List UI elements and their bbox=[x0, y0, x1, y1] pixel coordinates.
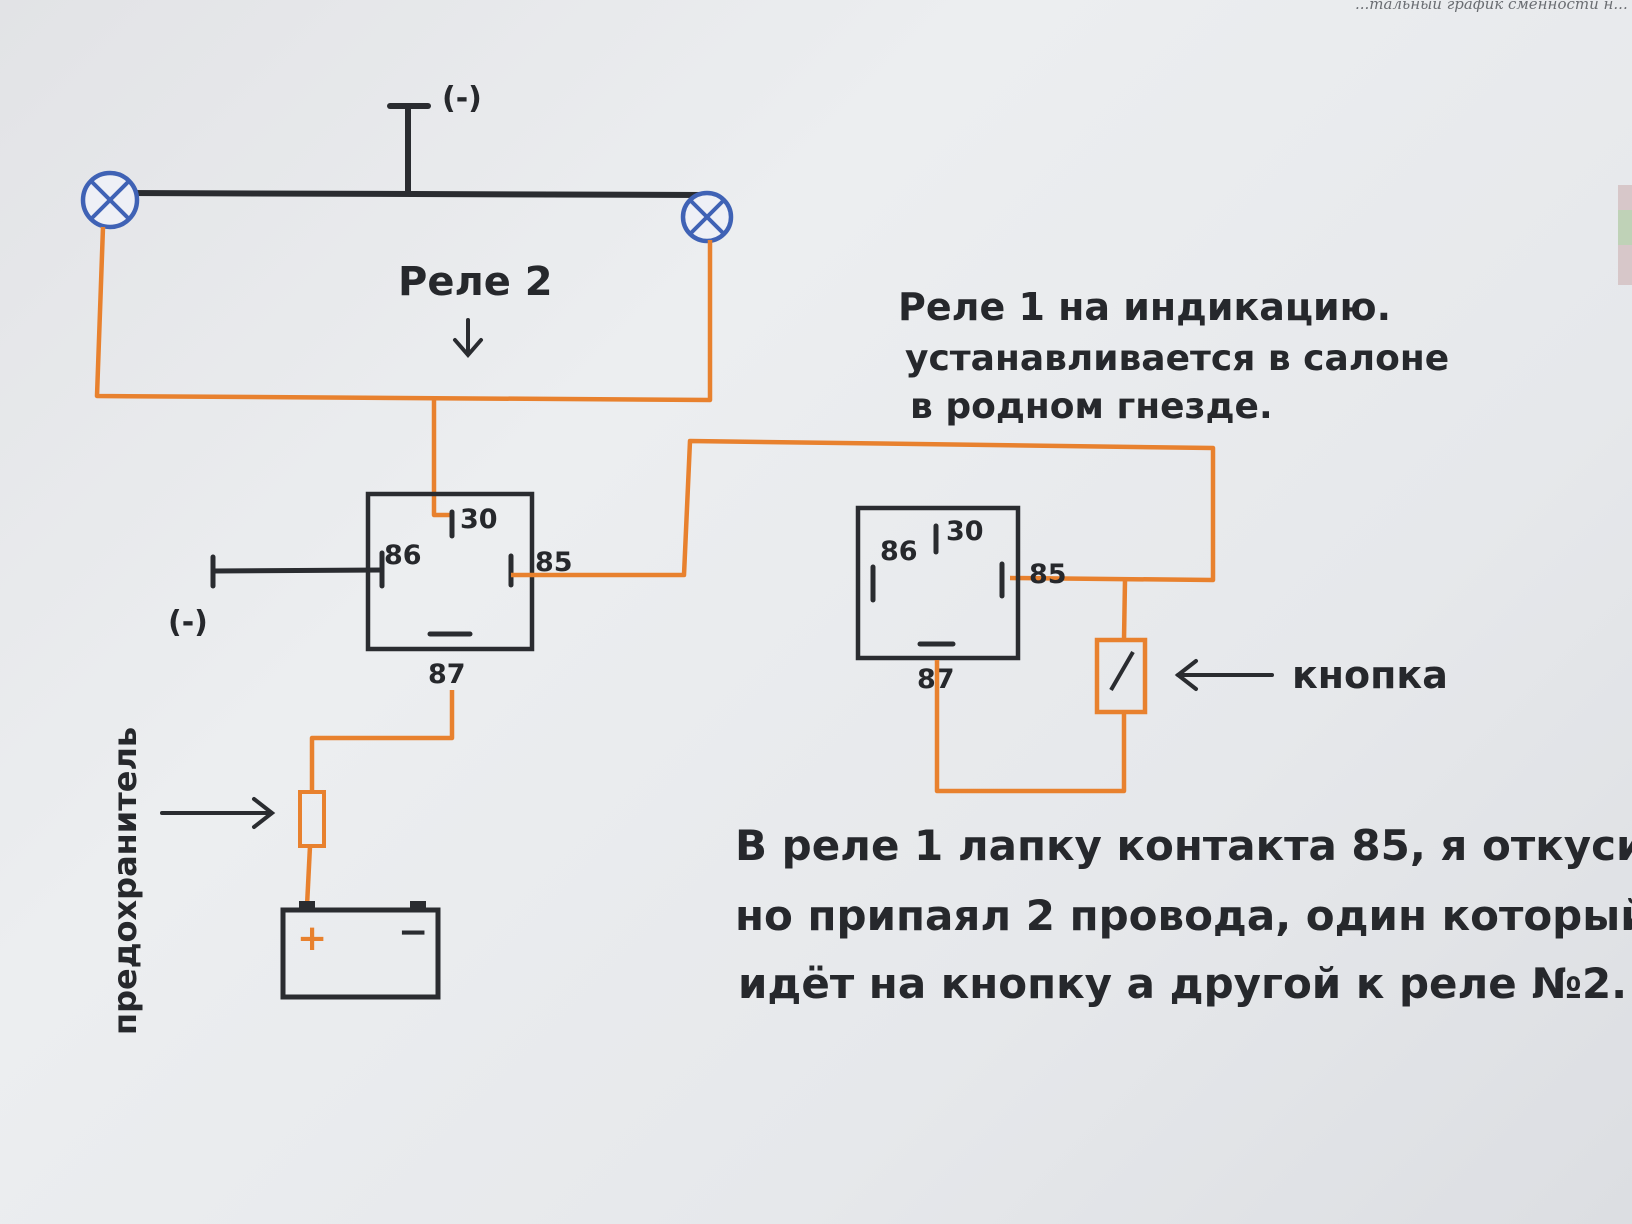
wire-relay2-87-to-fuse bbox=[309, 690, 455, 792]
relay1-note-line3: в родном гнезде. bbox=[910, 386, 1273, 427]
down-arrow-icon bbox=[453, 318, 483, 359]
button-contact bbox=[1109, 650, 1135, 692]
relay1-box bbox=[855, 505, 1021, 661]
wire-relay2-86-ground bbox=[210, 567, 385, 574]
battery-plus-sign: + bbox=[297, 918, 327, 959]
header-scrap-text: ...тальный график сменности н... bbox=[1355, 0, 1628, 13]
relay2-title: Реле 2 bbox=[398, 259, 553, 305]
fuse-label: предохранитель bbox=[106, 727, 144, 1035]
lamp-left-icon bbox=[80, 170, 140, 230]
wire-lamps-loop bbox=[94, 226, 713, 403]
fuse-arrow-icon bbox=[160, 797, 276, 829]
bottom-note-line3: идёт на кнопку а другой к реле №2. bbox=[738, 959, 1627, 1008]
wire-button-to-relay1-87 bbox=[934, 660, 1127, 794]
button-label: кнопка bbox=[1292, 653, 1448, 697]
ground-label-left: (-) bbox=[168, 605, 208, 640]
button-switch-icon bbox=[1094, 637, 1148, 715]
battery-icon bbox=[280, 901, 441, 1000]
relay1-note-line2: устанавливается в салоне bbox=[905, 338, 1449, 379]
wire-fuse-to-battery bbox=[304, 845, 313, 907]
page-edge-strip-green bbox=[1618, 210, 1632, 245]
relay2-pin-86: 86 bbox=[384, 540, 422, 571]
relay1-note-line1: Реле 1 на индикацию. bbox=[898, 285, 1391, 329]
wire-relay1-85-to-button bbox=[1121, 579, 1128, 641]
bottom-note-line2: но припаял 2 провода, один который bbox=[735, 891, 1632, 940]
ground-label-top: (-) bbox=[442, 81, 482, 116]
wire-loop-to-relay2-30 bbox=[431, 398, 452, 518]
relay1-pin-30: 30 bbox=[946, 516, 984, 547]
button-arrow-icon bbox=[1174, 659, 1274, 691]
lamp-right-icon bbox=[680, 190, 734, 244]
wire-relay2-85-to-relay1 bbox=[511, 438, 1216, 583]
relay1-pin-85: 85 bbox=[1029, 559, 1067, 590]
relay1-pin-86: 86 bbox=[880, 536, 918, 567]
relay2-pin-87: 87 bbox=[428, 659, 466, 690]
bottom-note-line1: В реле 1 лапку контакта 85, я откусил bbox=[735, 821, 1632, 870]
fuse-icon bbox=[298, 790, 326, 848]
battery-minus-sign: − bbox=[398, 912, 428, 953]
relay2-pin-30: 30 bbox=[460, 504, 498, 535]
